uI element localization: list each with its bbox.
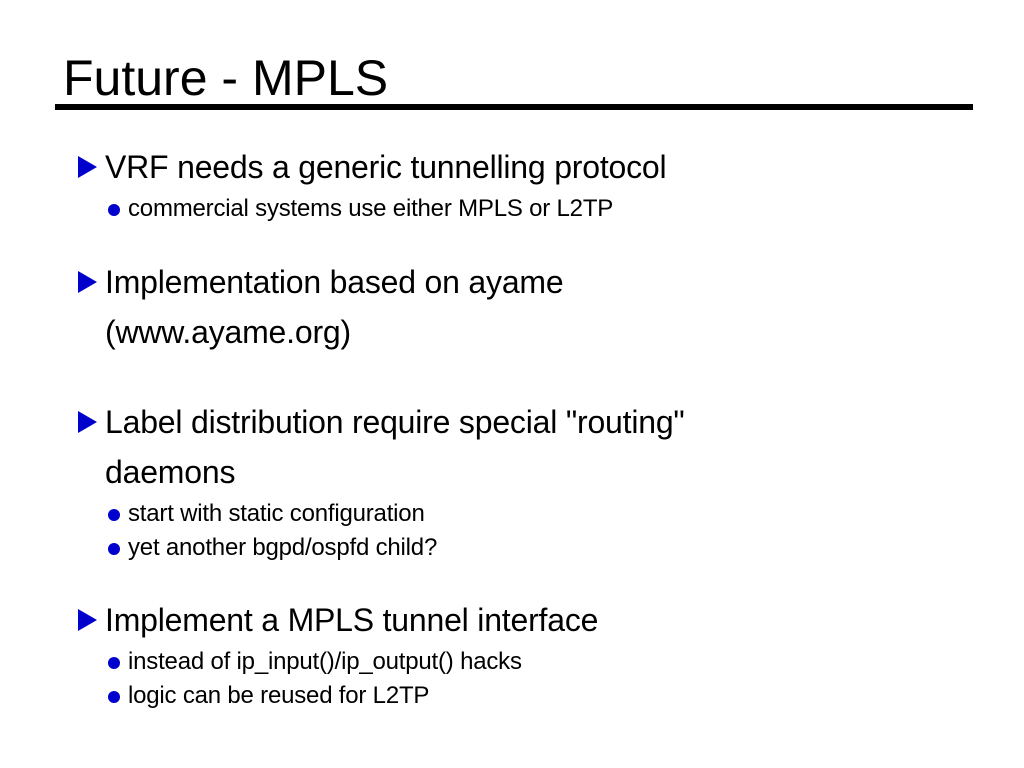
dot-bullet-icon <box>108 204 120 216</box>
bullet-group-vrf: VRF needs a generic tunnelling protocol … <box>78 142 958 226</box>
sub-bullet-line: instead of ip_input()/ip_output() hacks <box>108 645 958 679</box>
dot-bullet-icon <box>108 691 120 703</box>
dot-bullet-icon <box>108 543 120 555</box>
bullet-group-ayame: Implementation based on ayame (www.ayame… <box>78 257 958 357</box>
sub-bullet-list: commercial systems use either MPLS or L2… <box>78 192 958 226</box>
bullet-text: Label distribution require special "rout… <box>105 397 685 497</box>
bullet-group-tunnel-interface: Implement a MPLS tunnel interface instea… <box>78 595 958 713</box>
bullet-text-line: daemons <box>105 454 236 490</box>
bullet-line: VRF needs a generic tunnelling protocol <box>78 142 958 192</box>
bullet-group-label-distribution: Label distribution require special "rout… <box>78 397 958 565</box>
title-underline-rule <box>55 104 973 110</box>
slide-title: Future - MPLS <box>63 50 389 106</box>
triangle-bullet-icon <box>78 411 97 433</box>
sub-bullet-line: commercial systems use either MPLS or L2… <box>108 192 958 226</box>
sub-bullet-list: start with static configuration yet anot… <box>78 497 958 565</box>
bullet-text-line: Implementation based on ayame <box>105 264 564 300</box>
bullet-line: Implementation based on ayame (www.ayame… <box>78 257 958 357</box>
triangle-bullet-icon <box>78 156 97 178</box>
dot-bullet-icon <box>108 509 120 521</box>
sub-bullet-list: instead of ip_input()/ip_output() hacks … <box>78 645 958 713</box>
bullet-text-line: Implement a MPLS tunnel interface <box>105 602 599 638</box>
bullet-text-line: VRF needs a generic tunnelling protocol <box>105 149 667 185</box>
sub-bullet-line: yet another bgpd/ospfd child? <box>108 531 958 565</box>
bullet-text-line: (www.ayame.org) <box>105 314 351 350</box>
sub-bullet-text: yet another bgpd/ospfd child? <box>128 534 438 561</box>
dot-bullet-icon <box>108 657 120 669</box>
bullet-text: Implementation based on ayame (www.ayame… <box>105 257 564 357</box>
sub-bullet-text: instead of ip_input()/ip_output() hacks <box>128 648 522 675</box>
triangle-bullet-icon <box>78 609 97 631</box>
bullet-line: Label distribution require special "rout… <box>78 397 958 497</box>
sub-bullet-text: start with static configuration <box>128 500 425 527</box>
bullet-text: Implement a MPLS tunnel interface <box>105 595 598 645</box>
sub-bullet-line: logic can be reused for L2TP <box>108 679 958 713</box>
sub-bullet-text: commercial systems use either MPLS or L2… <box>128 195 614 222</box>
bullet-line: Implement a MPLS tunnel interface <box>78 595 958 645</box>
slide-body: VRF needs a generic tunnelling protocol … <box>78 142 958 713</box>
bullet-text: VRF needs a generic tunnelling protocol <box>105 142 667 192</box>
triangle-bullet-icon <box>78 271 97 293</box>
sub-bullet-line: start with static configuration <box>108 497 958 531</box>
sub-bullet-text: logic can be reused for L2TP <box>128 682 430 709</box>
bullet-text-line: Label distribution require special "rout… <box>105 404 685 440</box>
